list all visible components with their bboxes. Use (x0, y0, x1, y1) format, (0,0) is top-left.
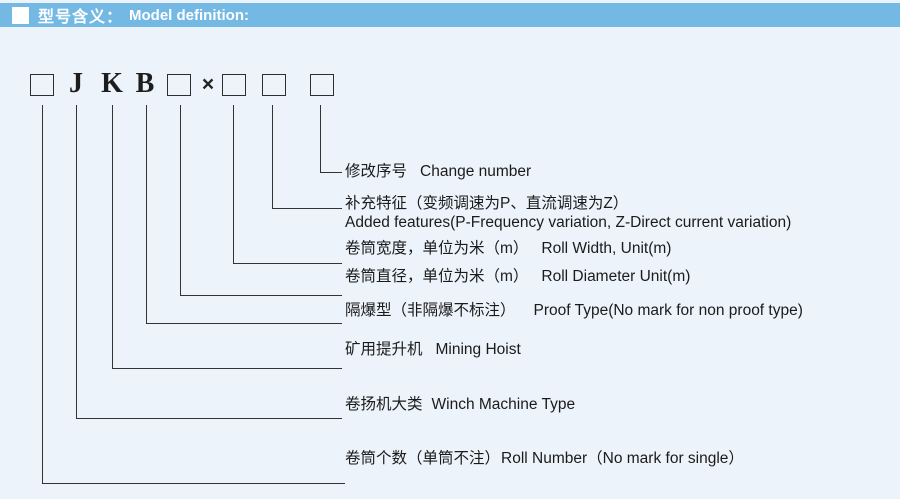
label-mining-hoist-en: Mining Hoist (435, 341, 521, 358)
label-proof-type-zh: 隔爆型（非隔爆不标注） (345, 302, 516, 319)
label-winch-type-zh: 卷扬机大类 (345, 396, 423, 413)
label-roll-number: 卷筒个数（单筒不注）Roll Number（No mark for single… (345, 449, 744, 468)
leader-roll-number (42, 105, 345, 484)
label-roll-diameter-zh: 卷筒直径，单位为米（m） (345, 268, 529, 285)
section-title-zh: 型号含义： (38, 9, 124, 26)
code-box-roll-diameter (167, 74, 191, 96)
code-box-roll-width (222, 74, 246, 96)
label-roll-width-zh: 卷筒宽度，单位为米（m） (345, 240, 529, 257)
code-box-added-feature (262, 74, 286, 96)
leader-roll-diameter (180, 105, 342, 296)
label-mining-hoist: 矿用提升机 Mining Hoist (345, 340, 521, 359)
code-letter-j: J (69, 68, 83, 99)
code-box-roll-number (30, 74, 54, 96)
label-change-number-en: Change number (420, 163, 532, 180)
label-change-number-zh: 修改序号 (345, 163, 408, 180)
label-proof-type-en: Proof Type(No mark for non proof type) (533, 302, 803, 319)
leader-winch-type (76, 105, 342, 419)
label-proof-type: 隔爆型（非隔爆不标注） Proof Type(No mark for non pr… (345, 301, 803, 320)
multiply-sign: × (201, 73, 215, 96)
code-letter-b: B (135, 68, 155, 99)
label-added-features-zh: 补充特征（变频调速为P、直流调速为Z） (345, 195, 629, 212)
label-roll-number-zh: 卷筒个数（单筒不注） (345, 450, 501, 467)
code-box-change-number (310, 74, 334, 96)
leader-mining-hoist (112, 105, 342, 369)
leader-proof-type (146, 105, 342, 324)
code-letter-k: K (101, 68, 123, 99)
label-mining-hoist-zh: 矿用提升机 (345, 341, 423, 358)
section-title-en: Model definition: (129, 6, 249, 24)
label-roll-diameter-en: Roll Diameter Unit(m) (541, 268, 691, 285)
label-roll-diameter: 卷筒直径，单位为米（m） Roll Diameter Unit(m) (345, 267, 690, 286)
leader-added-features (272, 105, 342, 209)
label-change-number: 修改序号 Change number (345, 162, 531, 181)
label-added-features: 补充特征（变频调速为P、直流调速为Z） Added features(P-Fre… (345, 194, 791, 232)
label-winch-type-en: Winch Machine Type (431, 396, 576, 413)
label-winch-type: 卷扬机大类 Winch Machine Type (345, 395, 575, 414)
label-roll-width: 卷筒宽度，单位为米（m） Roll Width, Unit(m) (345, 239, 671, 258)
header-square-icon (12, 6, 29, 24)
label-added-features-en: Added features(P-Frequency variation, Z-… (345, 214, 792, 231)
leader-roll-width (233, 105, 342, 264)
section-header-bar: 型号含义： Model definition: (0, 3, 900, 27)
leader-change-number (320, 105, 342, 173)
label-roll-width-en: Roll Width, Unit(m) (541, 240, 672, 257)
label-roll-number-en: Roll Number（No mark for single） (501, 450, 744, 467)
